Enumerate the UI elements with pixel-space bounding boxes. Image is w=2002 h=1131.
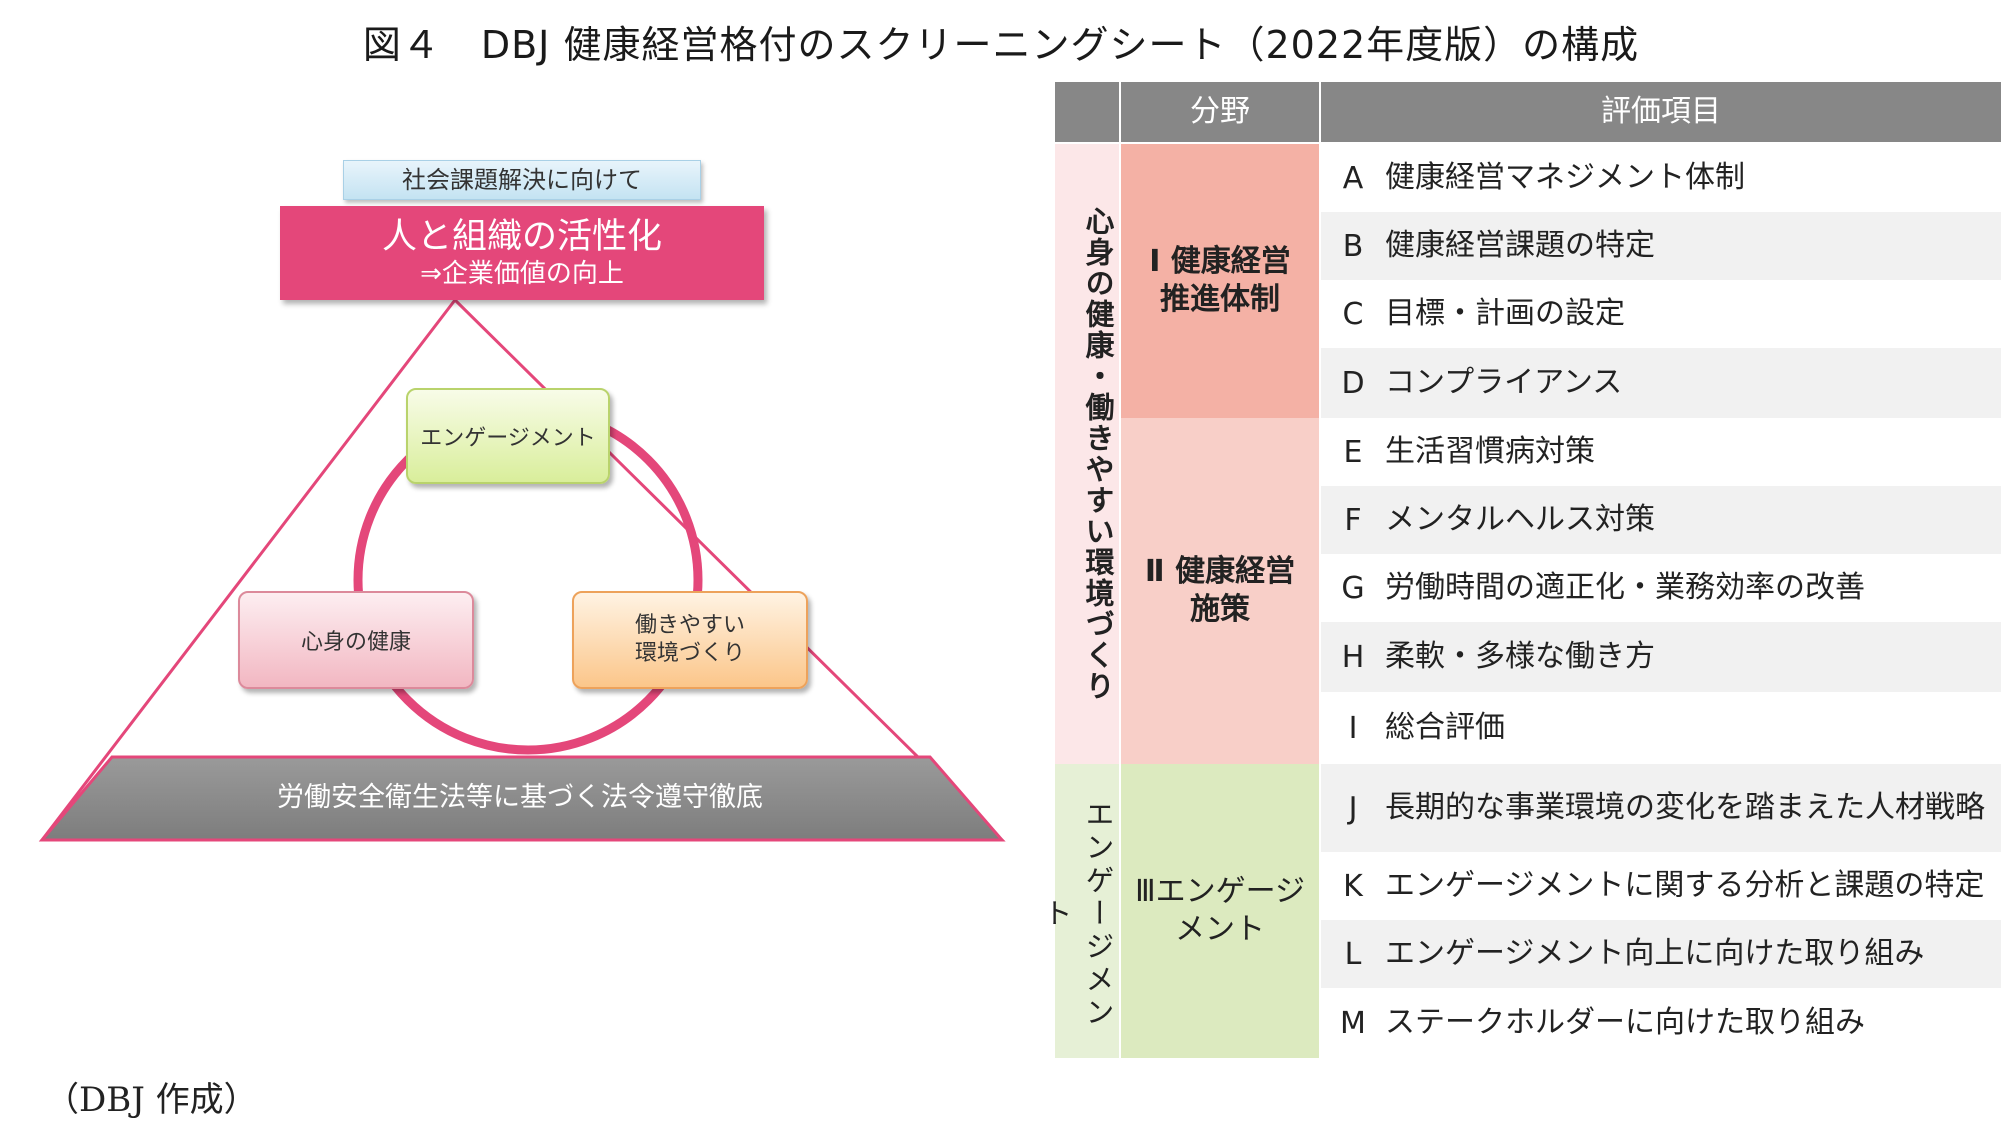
category-engagement-cell: [1055, 764, 1119, 1058]
health-node-label: 心身の健康: [300, 630, 411, 655]
table-row: M ステークホルダーに向けた取り組み: [1321, 988, 2001, 1058]
row-item: 目標・計画の設定: [1385, 296, 1625, 331]
pyramid-diagram: [38, 297, 1006, 842]
table-row: B 健康経営課題の特定: [1321, 212, 2001, 280]
category-health-environment-label: 心身の健康・働きやすい環境づくり: [1081, 206, 1115, 702]
row-letter: C: [1342, 296, 1364, 332]
field-2-line1: Ⅱ 健康経営: [1144, 554, 1296, 589]
social-issue-label: 社会課題解決に向けて: [343, 160, 701, 200]
row-letter: L: [1344, 936, 1362, 972]
field-1-line2: 推進体制: [1159, 282, 1280, 317]
header-evaluation-items: 評価項目: [1321, 82, 2001, 142]
field-promotion-system: Ⅰ 健康経営推進体制: [1121, 144, 1319, 418]
field-2-line2: 施策: [1190, 592, 1250, 627]
row-letter: G: [1341, 570, 1365, 606]
field-3-line1: Ⅲエンゲージ: [1134, 874, 1306, 909]
figure-number: 図４: [362, 23, 441, 67]
work-environment-node: 働きやすい 環境づくり: [572, 591, 808, 689]
field-1-line1: Ⅰ 健康経営: [1149, 244, 1291, 279]
category-engagement-label: エンゲージメント: [1039, 798, 1115, 1030]
row-letter: E: [1343, 434, 1363, 470]
table-row: D コンプライアンス: [1321, 348, 2001, 418]
row-letter: K: [1343, 868, 1363, 904]
table-row: H 柔軟・多様な働き方: [1321, 622, 2001, 692]
row-item: ステークホルダーに向けた取り組み: [1385, 1005, 1865, 1040]
table-row: E 生活習慣病対策: [1321, 418, 2001, 486]
row-letter: I: [1348, 710, 1358, 746]
category-health-environment-cell: [1055, 144, 1119, 764]
row-item: 健康経営課題の特定: [1385, 228, 1655, 263]
table-row: G 労働時間の適正化・業務効率の改善: [1321, 554, 2001, 622]
table-row: A 健康経営マネジメント体制: [1321, 144, 2001, 212]
pyramid-base: [38, 755, 1006, 842]
row-item: 柔軟・多様な働き方: [1385, 639, 1655, 674]
engagement-node: エンゲージメント: [406, 388, 610, 484]
goal-box: 人と組織の活性化 ⇒企業価値の向上: [280, 206, 764, 300]
goal-subtitle: ⇒企業価値の向上: [420, 259, 624, 289]
source-note: （DBJ 作成）: [45, 1080, 258, 1120]
row-letter: D: [1341, 365, 1365, 401]
header-field: 分野: [1121, 82, 1319, 142]
row-letter: F: [1344, 502, 1362, 538]
health-node: 心身の健康: [238, 591, 474, 689]
row-item: コンプライアンス: [1385, 365, 1623, 400]
field-measures: Ⅱ 健康経営施策: [1121, 418, 1319, 764]
row-item: メンタルヘルス対策: [1385, 502, 1655, 537]
table-row: L エンゲージメント向上に向けた取り組み: [1321, 920, 2001, 988]
table-row: J 長期的な事業環境の変化を踏まえた人材戦略: [1321, 764, 2001, 852]
goal-title: 人と組織の活性化: [381, 217, 662, 257]
row-item: 労働時間の適正化・業務効率の改善: [1385, 570, 1865, 605]
row-item: 総合評価: [1385, 710, 1505, 745]
row-letter: H: [1341, 639, 1365, 675]
row-item: 長期的な事業環境の変化を踏まえた人材戦略: [1385, 790, 1985, 825]
row-letter: A: [1342, 160, 1364, 196]
work-environment-line2: 環境づくり: [634, 641, 745, 666]
figure-title-text: DBJ 健康経営格付のスクリーニングシート（2022年度版）の構成: [480, 23, 1640, 67]
table-row: I 総合評価: [1321, 692, 2001, 764]
row-letter: J: [1348, 790, 1358, 826]
row-item: 健康経営マネジメント体制: [1385, 160, 1745, 195]
row-item: エンゲージメント向上に向けた取り組み: [1385, 936, 1925, 971]
row-item: エンゲージメントに関する分析と課題の特定: [1385, 868, 1985, 903]
engagement-node-label: エンゲージメント: [420, 426, 596, 451]
field-engagement: Ⅲエンゲージメント: [1121, 764, 1319, 1058]
table-row: K エンゲージメントに関する分析と課題の特定: [1321, 852, 2001, 920]
header-blank-cell: [1055, 82, 1119, 142]
table-row: F メンタルヘルス対策: [1321, 486, 2001, 554]
row-item: 生活習慣病対策: [1385, 434, 1595, 469]
row-letter: M: [1340, 1005, 1366, 1041]
row-letter: B: [1342, 228, 1364, 264]
figure-title: 図４ DBJ 健康経営格付のスクリーニングシート（2022年度版）の構成: [0, 14, 2002, 69]
compliance-base-label: 労働安全衛生法等に基づく法令遵守徹底: [277, 782, 763, 813]
field-3-line2: メント: [1175, 912, 1265, 947]
table-row: C 目標・計画の設定: [1321, 280, 2001, 348]
work-environment-line1: 働きやすい: [634, 613, 745, 638]
